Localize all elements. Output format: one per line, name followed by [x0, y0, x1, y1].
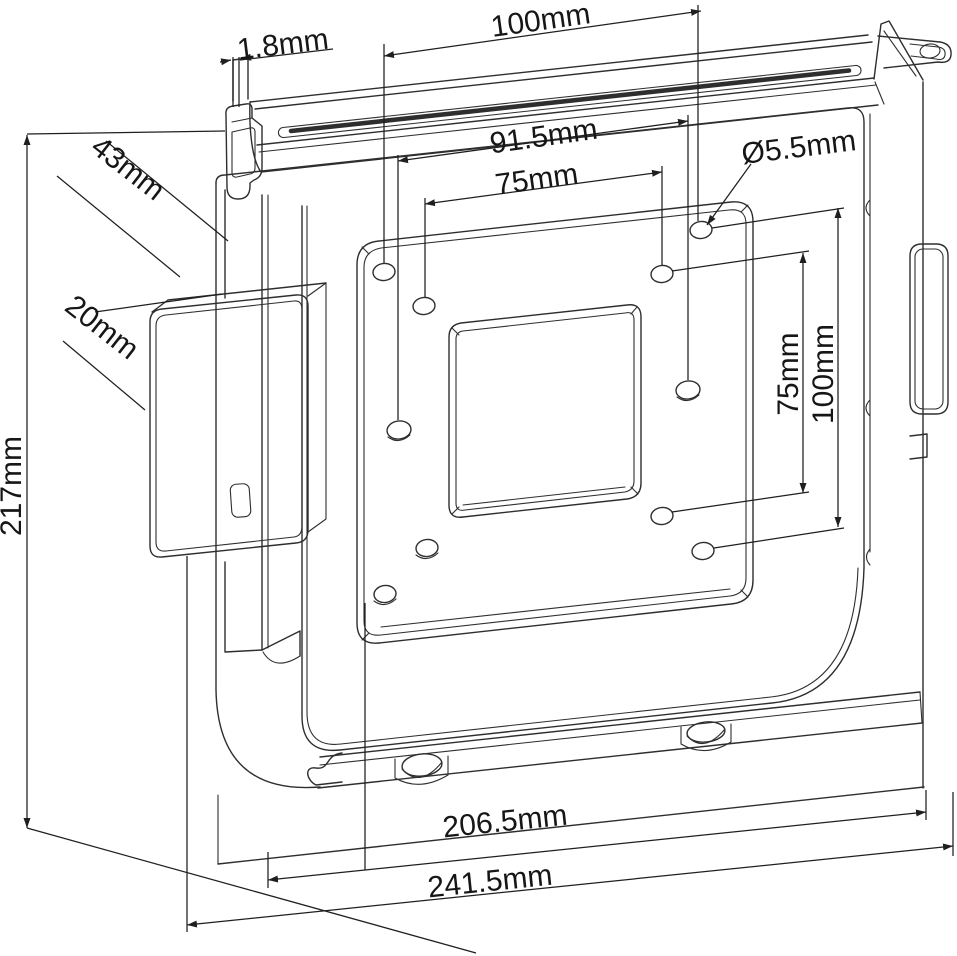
dim-inner-hole-width [424, 166, 663, 297]
dim-clip-depth [62, 293, 223, 411]
dim-label-overall-height: 217mm [0, 436, 28, 536]
dim-label-inner-hole-width: 75mm [493, 157, 580, 201]
left-arm [224, 189, 301, 664]
vesa-plate-boss [448, 304, 642, 518]
dim-label-top-depth: 43mm [85, 130, 171, 207]
dim-side-inner-height [671, 250, 810, 513]
dim-mid-hole-width [397, 115, 689, 420]
frame-plate [215, 81, 925, 865]
dim-hole-diameter [706, 163, 752, 226]
bottom-strip [307, 691, 923, 789]
dim-bottom-outer-width [186, 556, 954, 932]
vesa-plate [356, 201, 754, 644]
dim-label-top-hole-width: 100mm [489, 0, 593, 44]
dim-label-bottom-outer-width: 241.5mm [426, 859, 554, 905]
dim-label-slot-thickness: 1.8mm [235, 23, 330, 67]
right-clip [865, 199, 949, 566]
dim-label-bottom-inner-width: 206.5mm [441, 799, 569, 845]
dim-slot-thickness [219, 48, 334, 107]
dim-label-clip-depth: 20mm [59, 289, 145, 366]
left-clip [149, 282, 327, 558]
right-tab [873, 20, 952, 105]
dim-label-hole-diameter: Ø5.5mm [740, 124, 858, 171]
mounting-holes [372, 220, 715, 606]
dim-label-side-inner-height: 75mm [772, 332, 805, 415]
left-hook-tab [225, 103, 263, 200]
dim-top-hole-width [383, 5, 702, 263]
dim-label-mid-hole-width: 91.5mm [488, 113, 600, 161]
dim-side-outer-height [711, 207, 845, 549]
dim-label-side-outer-height: 100mm [807, 324, 840, 424]
dim-bottom-inner-width [267, 603, 927, 888]
dim-top-depth [56, 140, 229, 278]
